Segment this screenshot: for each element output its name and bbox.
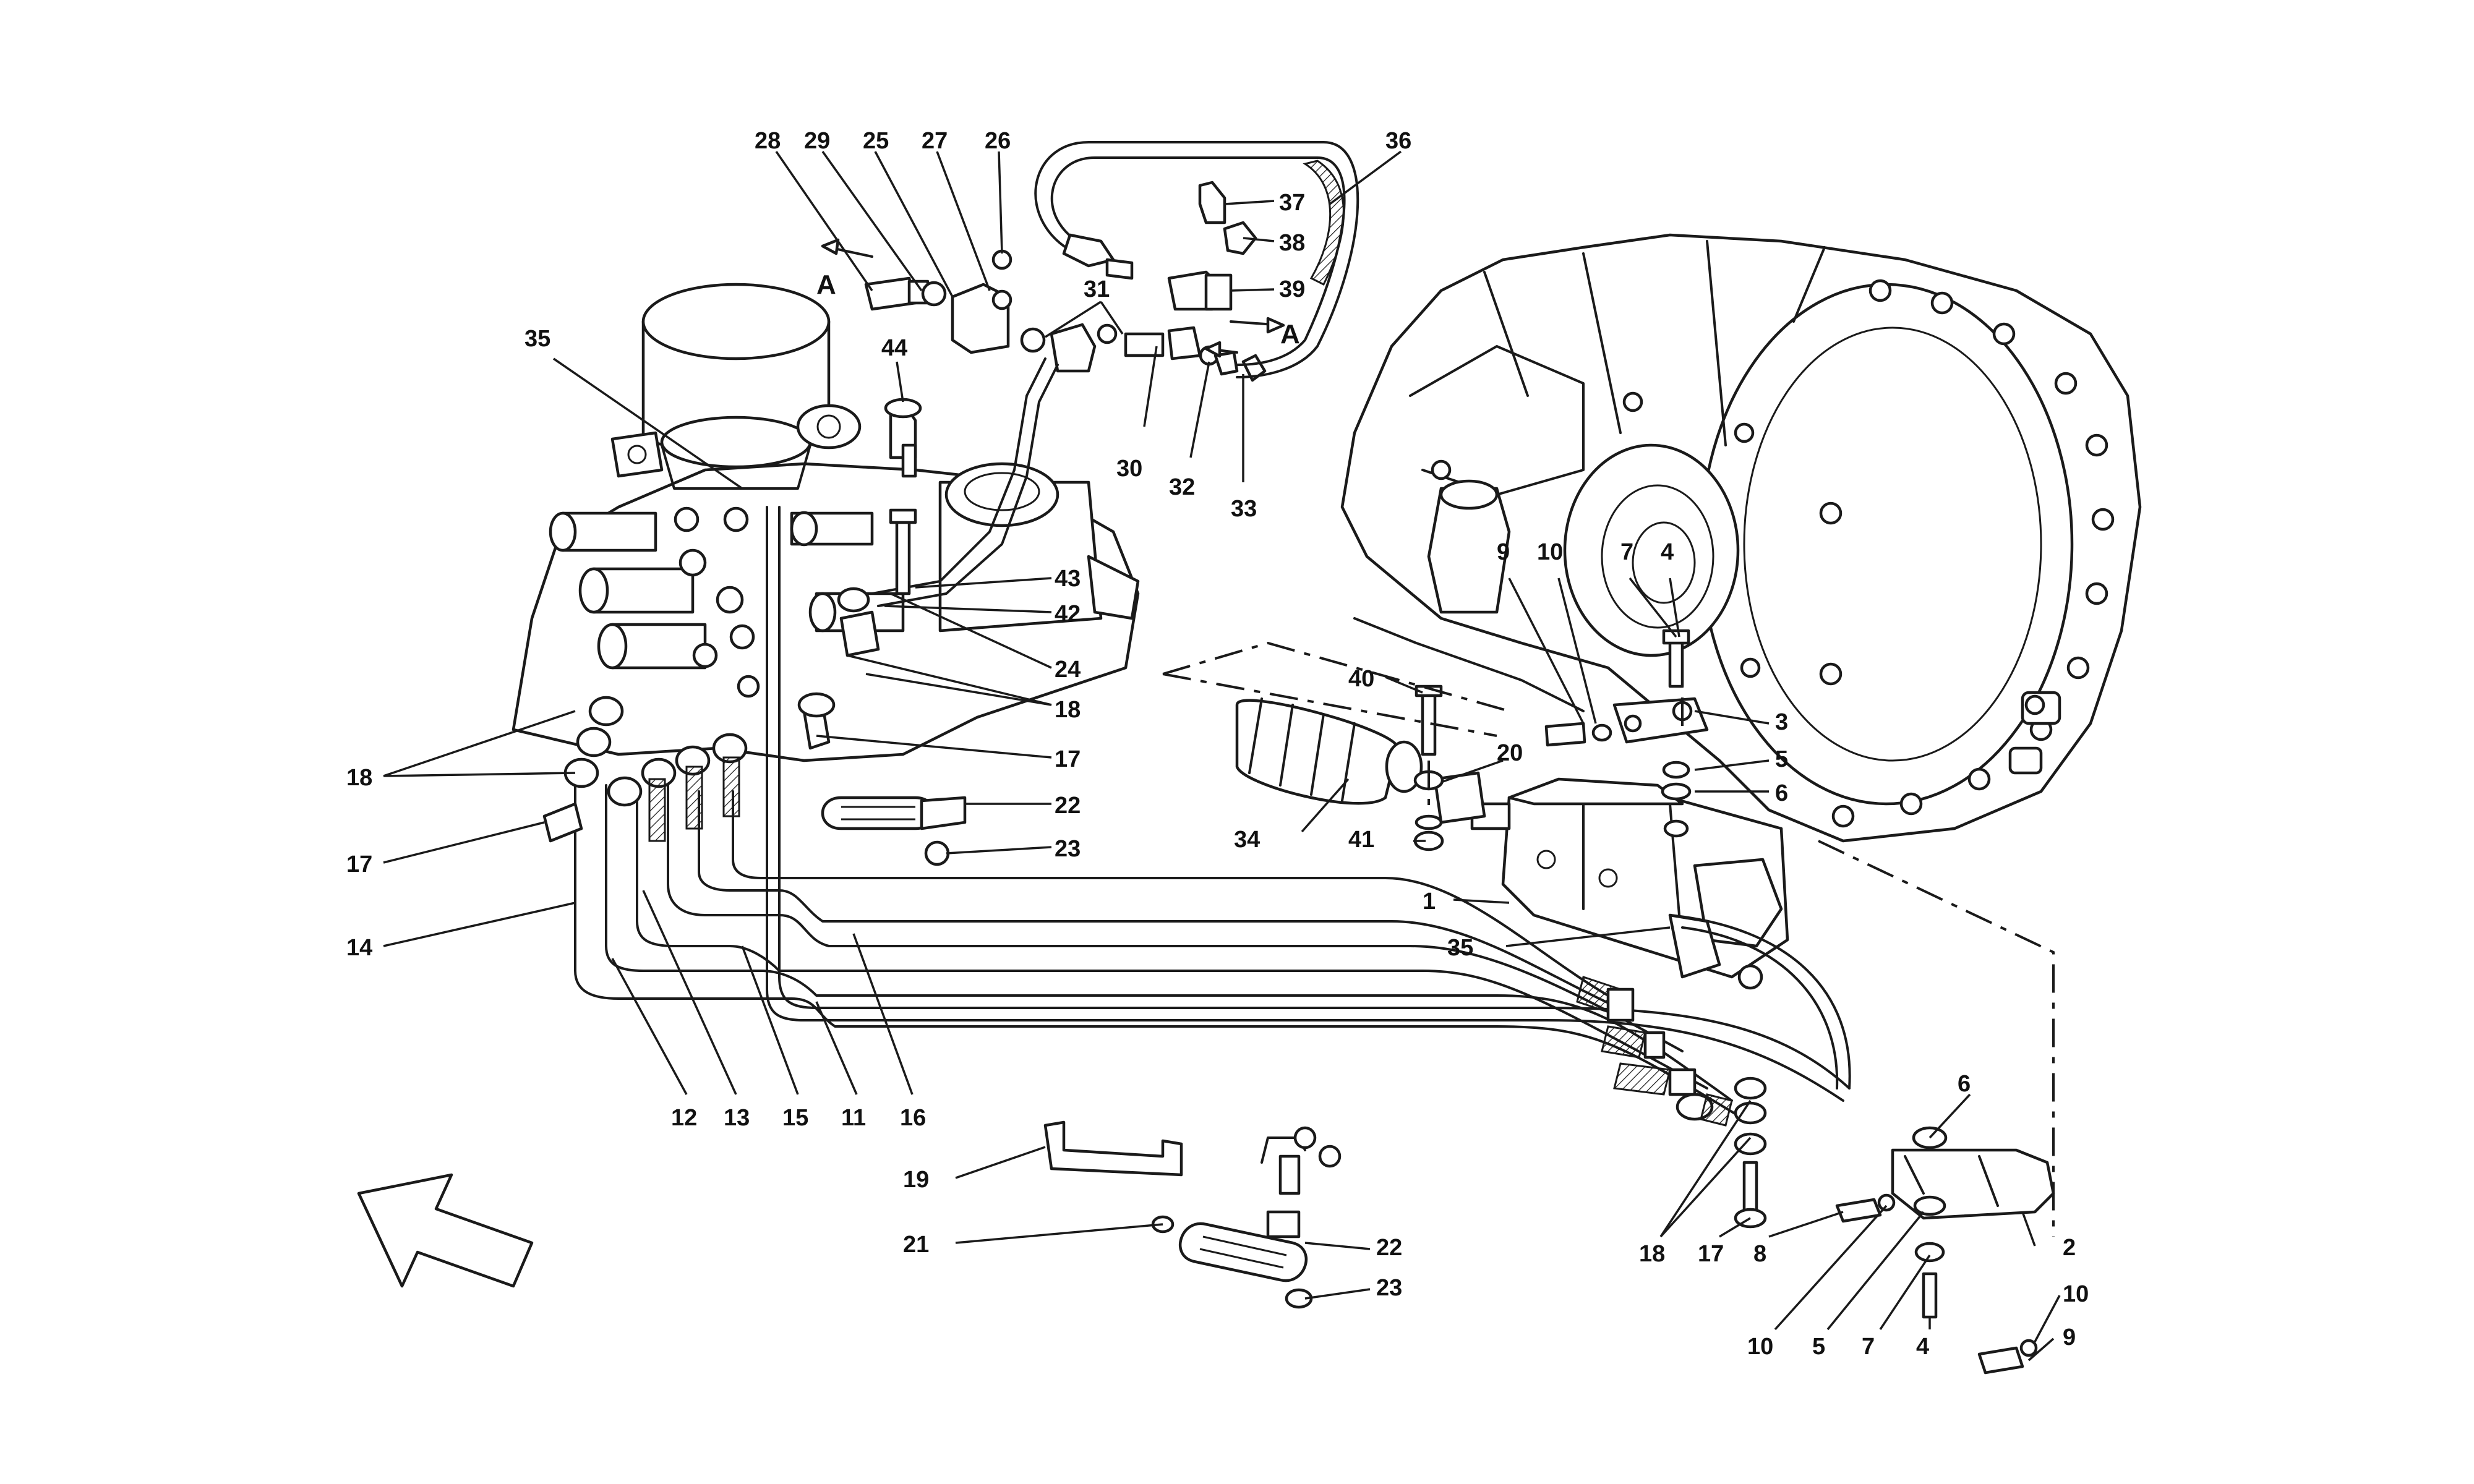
callout-23-bottom: 23 xyxy=(1376,1275,1402,1301)
callout-7-bottom: 7 xyxy=(1862,1334,1875,1360)
callout-21: 21 xyxy=(903,1232,929,1258)
callout-10-bottom: 10 xyxy=(1747,1334,1773,1360)
callout-25: 25 xyxy=(863,128,889,154)
callout-17-right: 17 xyxy=(1698,1241,1724,1267)
callout-35-top: 35 xyxy=(524,326,550,352)
callout-41: 41 xyxy=(1348,827,1374,853)
callout-1: 1 xyxy=(1423,889,1436,915)
callout-38: 38 xyxy=(1279,230,1305,256)
callout-14: 14 xyxy=(346,935,372,961)
callout-18-right: 18 xyxy=(1639,1241,1665,1267)
callout-22-top: 22 xyxy=(1055,793,1081,819)
bracket-19 xyxy=(1043,1120,1183,1234)
view-marker-a-left: A xyxy=(816,270,836,300)
callout-24: 24 xyxy=(1055,657,1081,683)
hydraulic-power-unit xyxy=(511,283,1140,762)
callout-31: 31 xyxy=(1084,276,1110,302)
callout-3: 3 xyxy=(1775,709,1788,735)
callout-4-top: 4 xyxy=(1661,539,1674,565)
boot-34 xyxy=(1235,697,1423,805)
callout-18-left: 18 xyxy=(346,765,372,791)
callout-16: 16 xyxy=(900,1105,926,1131)
callout-6-top: 6 xyxy=(1775,780,1788,806)
callout-9-top: 9 xyxy=(1497,539,1510,565)
gearbox-housing xyxy=(1340,233,2142,843)
unit-ports xyxy=(674,506,760,698)
callout-42: 42 xyxy=(1055,601,1081,627)
callout-9-right: 9 xyxy=(2063,1324,2076,1350)
callout-6-right: 6 xyxy=(1958,1071,1971,1097)
callout-29: 29 xyxy=(804,128,830,154)
callout-22-bottom: 22 xyxy=(1376,1235,1402,1261)
clamp-22-bottom xyxy=(1178,1126,1342,1309)
callout-4-bottom: 4 xyxy=(1916,1334,1929,1360)
callout-5-bottom: 5 xyxy=(1812,1334,1825,1360)
clamp-22-top xyxy=(821,796,967,866)
callout-17-left: 17 xyxy=(346,851,372,877)
clutch-actuator xyxy=(1433,771,1789,990)
callout-8: 8 xyxy=(1753,1241,1766,1267)
callout-33: 33 xyxy=(1231,496,1257,522)
callout-26: 26 xyxy=(985,128,1011,154)
view-direction-arrow xyxy=(357,1173,534,1288)
callout-27: 27 xyxy=(922,128,948,154)
callout-2: 2 xyxy=(2063,1235,2076,1261)
callout-40: 40 xyxy=(1348,666,1374,692)
callout-11: 11 xyxy=(841,1105,866,1131)
bracket-3-group xyxy=(1544,629,1709,838)
callout-36: 36 xyxy=(1385,128,1411,154)
callout-37: 37 xyxy=(1279,190,1305,216)
reference-lines xyxy=(1162,641,2055,1237)
callout-35-right: 35 xyxy=(1447,935,1473,961)
view-marker-a-right: A xyxy=(1280,319,1300,349)
callout-44: 44 xyxy=(881,335,907,361)
callout-18-center: 18 xyxy=(1055,697,1081,723)
callout-10-top: 10 xyxy=(1537,539,1563,565)
callout-15: 15 xyxy=(782,1105,808,1131)
callout-34: 34 xyxy=(1234,827,1260,853)
callout-labels: 28 29 25 27 26 36 37 38 39 31 35 44 30 3… xyxy=(346,128,2089,1360)
callout-39: 39 xyxy=(1279,276,1305,302)
callout-28: 28 xyxy=(755,128,781,154)
callout-32: 32 xyxy=(1169,474,1195,500)
callout-5-top: 5 xyxy=(1775,746,1788,772)
hose-36 xyxy=(1034,141,1359,378)
callout-43: 43 xyxy=(1055,566,1081,592)
callout-10-right: 10 xyxy=(2063,1281,2089,1307)
leader-lines xyxy=(383,150,2061,1362)
hardware-40-41 xyxy=(1413,684,1444,851)
line-fittings xyxy=(542,587,1767,1229)
callout-30: 30 xyxy=(1116,456,1142,482)
housing-bolts xyxy=(1431,279,2115,828)
callout-23-top: 23 xyxy=(1055,836,1081,862)
small-arrows xyxy=(821,238,1285,358)
callout-20: 20 xyxy=(1497,740,1523,766)
fitting-group-top xyxy=(864,249,1267,607)
bracket-2 xyxy=(1835,1126,2055,1375)
callout-13: 13 xyxy=(724,1105,750,1131)
callout-17-center: 17 xyxy=(1055,746,1081,772)
solenoid-valves xyxy=(549,511,905,670)
callout-19: 19 xyxy=(903,1167,929,1193)
callout-7-top: 7 xyxy=(1620,539,1633,565)
callout-12: 12 xyxy=(671,1105,697,1131)
